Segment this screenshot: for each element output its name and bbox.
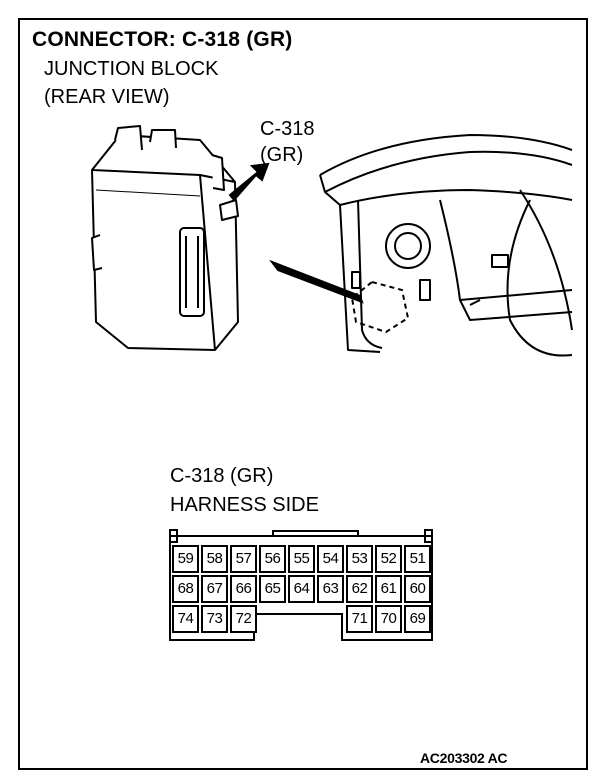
connector-title: CONNECTOR: C-318 (GR) <box>32 28 293 51</box>
connector-housing <box>169 529 433 641</box>
connector-pin: 66 <box>230 575 257 603</box>
callout-connector-id: C-318 <box>260 118 315 140</box>
connector-face-subtitle: HARNESS SIDE <box>170 494 319 516</box>
connector-pin: 69 <box>404 605 431 633</box>
diagram-frame <box>18 18 588 770</box>
connector-pin: 56 <box>259 545 286 573</box>
connector-location-marker <box>350 280 410 334</box>
connector-pin: 52 <box>375 545 402 573</box>
connector-pin: 51 <box>404 545 431 573</box>
connector-pin: 62 <box>346 575 373 603</box>
connector-pin: 64 <box>288 575 315 603</box>
connector-face-title: C-318 (GR) <box>170 465 274 487</box>
arrow-icon <box>228 162 270 202</box>
connector-pin: 58 <box>201 545 228 573</box>
dashboard-drawing <box>319 134 573 357</box>
component-name: JUNCTION BLOCK <box>44 58 219 80</box>
connector-pin: 54 <box>317 545 344 573</box>
connector-pin: 61 <box>375 575 402 603</box>
connector-pin: 71 <box>346 605 373 633</box>
connector-pin: 73 <box>201 605 228 633</box>
connector-pin: 67 <box>201 575 228 603</box>
connector-pin: 63 <box>317 575 344 603</box>
connector-pin: 74 <box>172 605 199 633</box>
connector-pin: 57 <box>230 545 257 573</box>
connector-pin: 60 <box>404 575 431 603</box>
connector-pin: 65 <box>259 575 286 603</box>
pointer-wedge-icon <box>269 259 364 304</box>
junction-block-drawing <box>91 125 239 351</box>
connector-pin: 53 <box>346 545 373 573</box>
diagram-reference-code: AC203302 AC <box>420 750 508 766</box>
callout-connector-color: (GR) <box>260 144 304 166</box>
connector-pin: 72 <box>230 605 257 633</box>
connector-pin: 68 <box>172 575 199 603</box>
view-label: (REAR VIEW) <box>44 86 170 108</box>
connector-pin: 55 <box>288 545 315 573</box>
connector-pin: 70 <box>375 605 402 633</box>
connector-pin: 59 <box>172 545 199 573</box>
